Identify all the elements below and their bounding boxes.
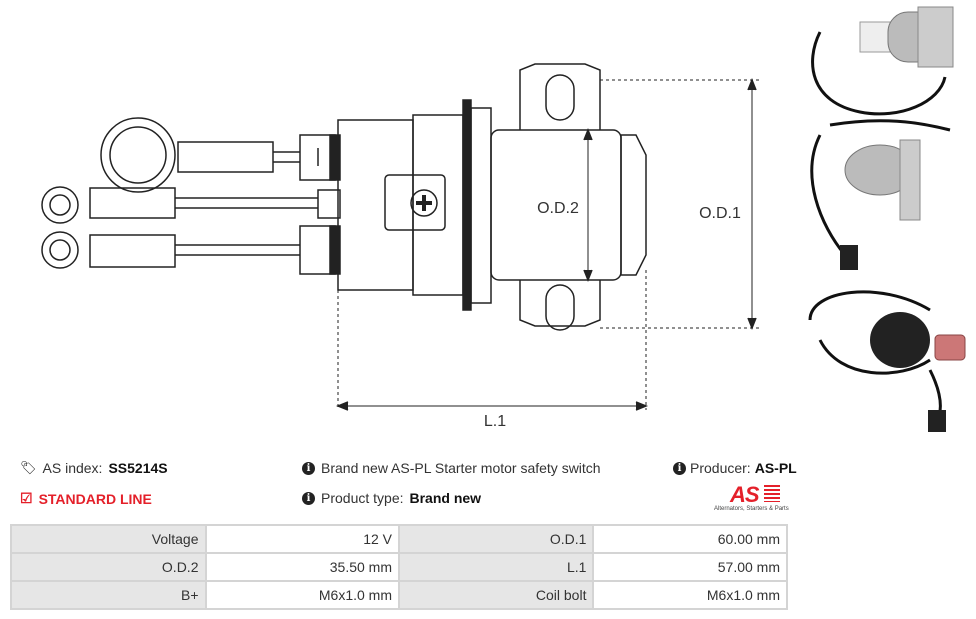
producer: i Producer: AS-PL: [673, 460, 797, 476]
spec-value: M6x1.0 mm: [204, 580, 400, 610]
product-type-label: Product type:: [321, 490, 404, 506]
as-index-value: SS5214S: [108, 460, 168, 476]
spec-label: Coil bolt: [397, 580, 595, 610]
spec-label: O.D.2: [10, 552, 207, 582]
od1-label: O.D.1: [699, 205, 741, 222]
spec-label: B+: [10, 580, 207, 610]
specs-table: Voltage 12 V O.D.1 60.00 mm O.D.2 35.50 …: [10, 524, 788, 610]
product-photo-1[interactable]: [800, 2, 970, 132]
product-type: i Product type: Brand new: [302, 490, 481, 506]
product-type-value: Brand new: [409, 490, 482, 506]
producer-label: Producer:: [690, 460, 751, 476]
spec-value: M6x1.0 mm: [592, 580, 788, 610]
l1-label: L.1: [484, 413, 506, 430]
table-row: Voltage 12 V O.D.1 60.00 mm: [10, 524, 788, 554]
product-photo-3[interactable]: [800, 280, 970, 435]
info-icon: i: [302, 491, 315, 505]
logo-text: AS: [730, 482, 760, 507]
info-icon: i: [302, 461, 315, 475]
spec-label: O.D.1: [397, 524, 595, 554]
table-row: B+ M6x1.0 mm Coil bolt M6x1.0 mm: [10, 580, 788, 610]
product-photo-2[interactable]: [800, 115, 970, 275]
as-index: 🏷︎ AS index: SS5214S: [20, 460, 168, 476]
description: i Brand new AS-PL Starter motor safety s…: [302, 460, 601, 476]
tag-icon: 🏷︎: [20, 460, 37, 475]
technical-drawing: O.D.2 O.D.1 L.1: [41, 63, 760, 430]
as-index-label: AS index:: [42, 460, 103, 476]
spec-value: 57.00 mm: [592, 552, 788, 582]
spec-value: 60.00 mm: [592, 524, 788, 554]
spec-label: Voltage: [10, 524, 207, 554]
standard-line: ☑ STANDARD LINE: [20, 490, 152, 507]
spec-value: 35.50 mm: [204, 552, 400, 582]
standard-line-label: STANDARD LINE: [38, 490, 152, 507]
table-row: O.D.2 35.50 mm L.1 57.00 mm: [10, 552, 788, 582]
logo-tagline: Alternators, Starters & Parts: [714, 506, 789, 512]
as-pl-logo: AS Alternators, Starters & Parts: [712, 482, 792, 516]
info-icon: i: [673, 461, 686, 475]
spec-value: 12 V: [204, 524, 400, 554]
description-text: Brand new AS-PL Starter motor safety swi…: [321, 460, 601, 476]
checkbox-icon: ☑: [20, 490, 33, 506]
od2-label: O.D.2: [537, 200, 579, 217]
producer-value: AS-PL: [754, 460, 797, 476]
spec-label: L.1: [397, 552, 595, 582]
